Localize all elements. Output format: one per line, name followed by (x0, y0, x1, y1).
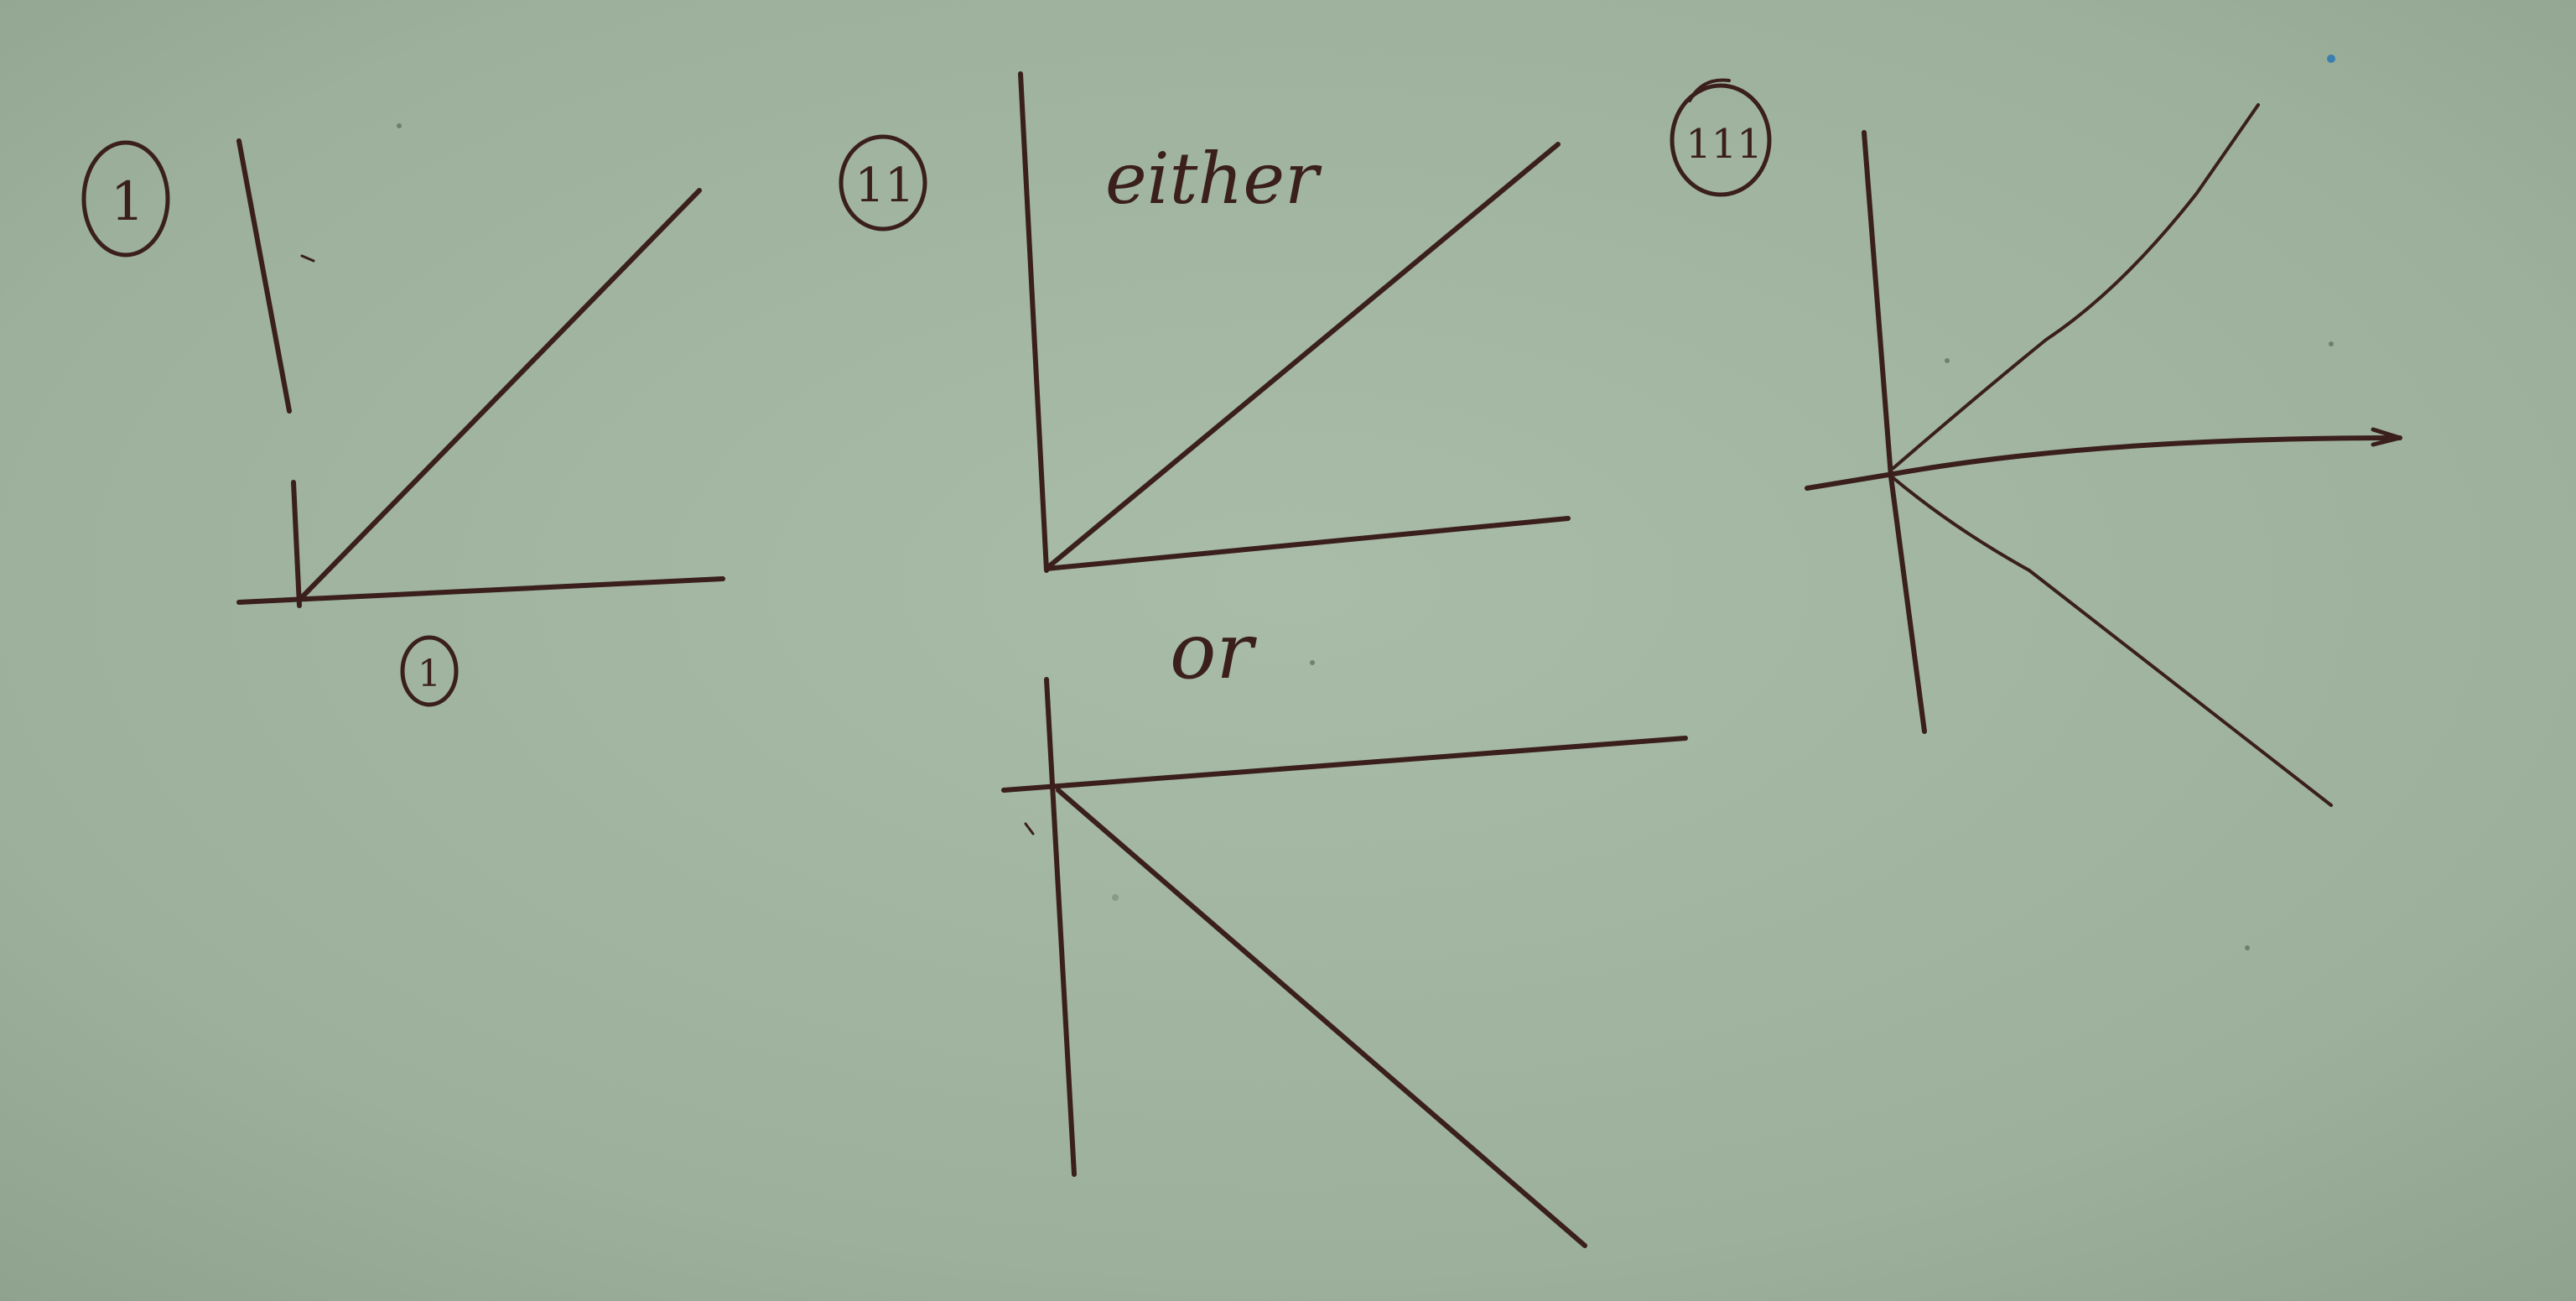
panel-2-marker-circle (839, 134, 927, 232)
panel-2-marker-label: 11 (854, 159, 914, 213)
panel-2-lower-small-tick (1024, 822, 1035, 835)
or-label: or (1170, 606, 1257, 696)
paper-specks (397, 123, 2334, 950)
panel-2-upper-diagonal-line (1046, 142, 1561, 570)
panel-2-diagram: 11 either or (839, 71, 1688, 1248)
panel-1-marker-label: 1 (111, 171, 145, 233)
blue-speck (2327, 55, 2335, 63)
panel-3-marker-circle (1670, 83, 1772, 197)
panel-1-vertical-axis (236, 138, 302, 608)
panel-1-diagonal-line (299, 188, 702, 600)
panel-3-diagram: 111 (1670, 78, 2402, 807)
panel-1-small-tick (300, 254, 315, 263)
panel-1-diagram: 1 1 (81, 138, 725, 707)
panel-3-horizontal-axis (1805, 435, 2402, 491)
panel-1-marker-circle (81, 140, 170, 258)
panel-2-upper-vertical-axis (1018, 71, 1049, 573)
panel-3-marker-label: 111 (1685, 121, 1763, 168)
panel-2-upper-horizontal-axis (1044, 516, 1571, 571)
either-label: either (1105, 138, 1322, 220)
panel-2-lower-diagonal-line (1056, 788, 1587, 1248)
panel-1-horizontal-axis (236, 576, 725, 605)
panel-3-upper-diagonal-line (1892, 103, 2260, 470)
panel-1-axis-marker-label: 1 (418, 653, 441, 695)
panel-2-lower-horizontal-axis (1001, 736, 1688, 793)
panel-3-marker-circle-tail (1688, 78, 1731, 102)
panel-2-lower-vertical-axis (1044, 677, 1077, 1177)
panel-3-lower-diagonal-line (1892, 476, 2333, 807)
panel-3-axis-arrowhead (2371, 427, 2402, 447)
panel-1-axis-marker-circle (400, 635, 459, 707)
